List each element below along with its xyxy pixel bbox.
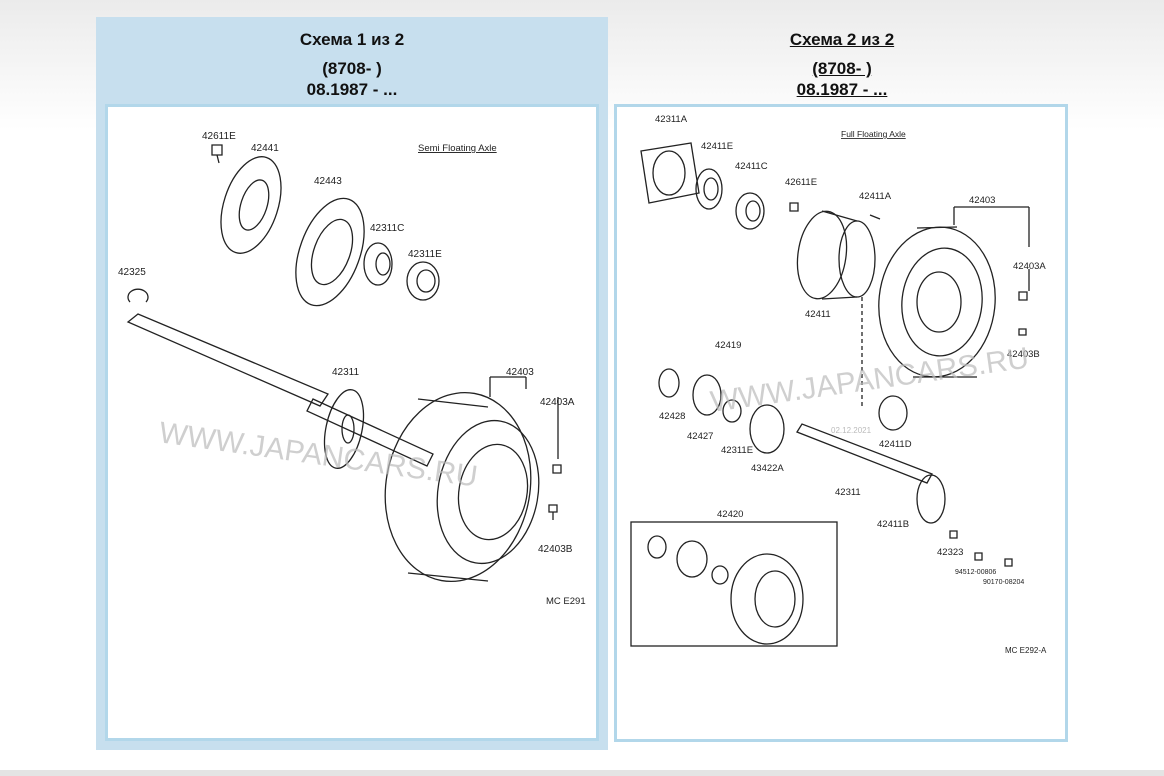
svg-text:42411B: 42411B — [877, 519, 909, 530]
diagram-title[interactable]: Схема 1 из 2 — [299, 30, 405, 49]
diagram-panel-2: Схема 2 из 2 (8708- ) 08.1987 - ... — [608, 17, 1076, 750]
svg-text:42311A: 42311A — [655, 114, 688, 125]
svg-text:42323: 42323 — [937, 547, 963, 558]
svg-text:42411A: 42411A — [859, 191, 892, 202]
svg-text:94512-00806: 94512-00806 — [955, 569, 996, 576]
svg-text:42403A: 42403A — [540, 397, 575, 408]
diagram-date: 08.1987 - ... — [306, 80, 398, 99]
svg-text:42611E: 42611E — [785, 177, 817, 188]
svg-text:42411D: 42411D — [879, 439, 912, 450]
svg-text:42443: 42443 — [314, 176, 342, 187]
drawing-caption: Semi Floating Axle — [418, 143, 497, 154]
svg-text:42428: 42428 — [659, 411, 685, 422]
watermark: WWW.JAPANCARS.RU — [157, 416, 480, 493]
svg-text:42427: 42427 — [687, 431, 713, 442]
svg-text:42403: 42403 — [969, 195, 995, 206]
diagram-code-link[interactable]: (8708- ) — [812, 59, 872, 78]
diagram-header-1: Схема 1 из 2 (8708- ) 08.1987 - ... — [96, 29, 608, 100]
svg-text:42441: 42441 — [251, 143, 279, 154]
diagram-image-frame-1[interactable]: 42611E 42441 42443 42311C 42311E 42325 4… — [105, 104, 599, 741]
svg-text:42411E: 42411E — [701, 141, 733, 152]
diagram-code: (8708- ) — [322, 59, 382, 78]
svg-text:42611E: 42611E — [202, 131, 236, 142]
watermark: WWW.JAPANCARS.RU — [708, 342, 1031, 419]
full-floating-axle-drawing[interactable]: 42311A 42411E 42411C 42611E 42411A 42403… — [617, 107, 1065, 739]
svg-text:42325: 42325 — [118, 267, 146, 278]
svg-text:42403B: 42403B — [1007, 349, 1040, 360]
diagram-date-link[interactable]: 08.1987 - ... — [796, 80, 888, 99]
svg-text:90170-08204: 90170-08204 — [983, 579, 1024, 586]
drawing-ref: MC E291 — [546, 596, 586, 607]
drawing-caption: Full Floating Axle — [841, 129, 906, 139]
diagram-title-link[interactable]: Схема 2 из 2 — [789, 30, 895, 49]
svg-text:42311E: 42311E — [721, 445, 753, 456]
semi-floating-axle-drawing[interactable]: 42611E 42441 42443 42311C 42311E 42325 4… — [108, 107, 596, 738]
svg-text:42411: 42411 — [805, 309, 831, 320]
page-bottom-divider — [0, 770, 1164, 776]
svg-text:42419: 42419 — [715, 340, 741, 351]
svg-text:43422A: 43422A — [751, 463, 784, 474]
diagram-panel-1: Схема 1 из 2 (8708- ) 08.1987 - ... — [96, 17, 608, 750]
drawing-ref: MC E292-A — [1005, 646, 1047, 655]
diagram-image-frame-2[interactable]: 42311A 42411E 42411C 42611E 42411A 42403… — [614, 104, 1068, 742]
svg-text:42420: 42420 — [717, 509, 743, 520]
svg-text:42403: 42403 — [506, 367, 534, 378]
diagram-header-2: Схема 2 из 2 (8708- ) 08.1987 - ... — [608, 29, 1076, 100]
svg-text:42411C: 42411C — [735, 161, 768, 172]
svg-text:42311: 42311 — [332, 367, 360, 378]
date-stamp: 02.12.2021 — [831, 426, 872, 435]
svg-text:42311C: 42311C — [370, 223, 404, 234]
svg-text:42403B: 42403B — [538, 544, 573, 555]
svg-text:42311: 42311 — [835, 487, 861, 498]
svg-text:42403A: 42403A — [1013, 261, 1046, 272]
svg-text:42311E: 42311E — [408, 249, 442, 260]
